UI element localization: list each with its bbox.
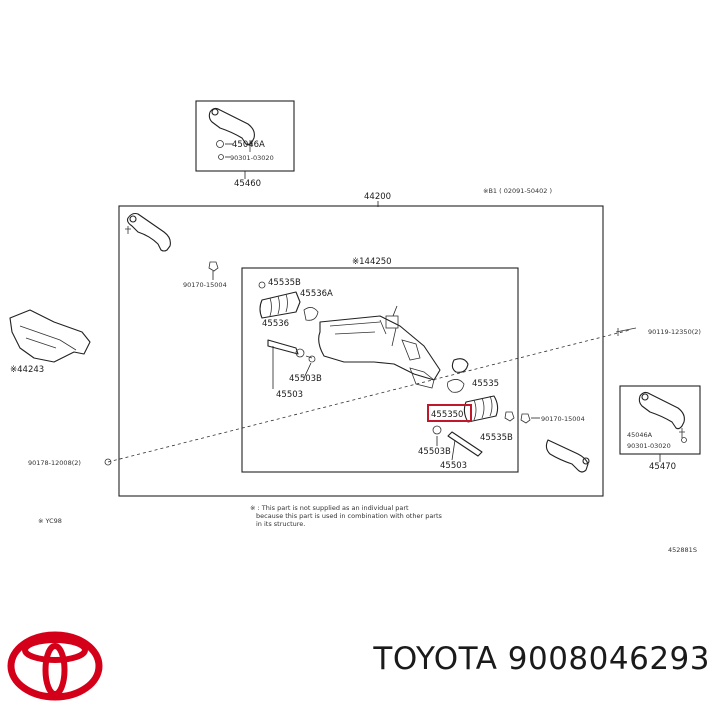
- clamp-right: [504, 411, 515, 422]
- label-45535B-top: 45535B: [268, 278, 301, 288]
- tie-rod-end-right: [545, 439, 590, 473]
- label-45460: 45460: [234, 179, 261, 189]
- tie-rod-end-top-group: 45046A 90301-03020 45460: [195, 100, 295, 189]
- label-45503B-left: 45503B: [289, 374, 322, 384]
- label-90301-top: 90301-03020: [230, 154, 274, 162]
- label-45535: 45535: [472, 379, 499, 389]
- bolt-90119: [615, 327, 637, 336]
- assembly-box-44250: [241, 267, 519, 473]
- steering-rack-housing: [318, 315, 441, 389]
- note-line-3: in its structure.: [256, 520, 305, 528]
- note-line-2: because this part is used in combination…: [256, 512, 443, 520]
- inner-tie-rod-left: [267, 339, 316, 363]
- inner-tie-rod-right: [432, 425, 483, 457]
- highlight-box: [427, 404, 472, 422]
- label-90301-right: 90301-03020: [627, 442, 671, 450]
- clamp-left: [258, 281, 266, 289]
- label-45503B-bottom: 45503B: [418, 447, 451, 457]
- label-44250: ※144250: [352, 257, 392, 267]
- label-45535B-right: 45535B: [480, 433, 513, 443]
- label-45503-left: 45503: [276, 390, 303, 400]
- tie-rod-end-top: [208, 107, 255, 146]
- pinion-cover: [385, 315, 399, 329]
- label-90170-left: 90170-15004: [183, 281, 227, 289]
- protector-plate-44243: [9, 309, 91, 363]
- lock-nut-right: [520, 413, 531, 424]
- label-455350: 455350: [431, 410, 463, 420]
- boot-left: [259, 291, 301, 319]
- label-90119: 90119-12350(2): [648, 328, 701, 336]
- cotter-top: [218, 154, 224, 160]
- lock-nut-left: [208, 261, 219, 272]
- note-line-1: ※ : This part is not supplied as an indi…: [250, 504, 409, 512]
- bellows-ring: [447, 379, 465, 393]
- label-45470: 45470: [649, 462, 676, 472]
- ball-joint-top: [211, 108, 219, 116]
- stud-top: [247, 140, 253, 152]
- note-left: ※ YC98: [38, 517, 62, 525]
- nut-top: [216, 140, 224, 148]
- label-45046A-right: 45046A: [627, 431, 653, 439]
- label-44200: 44200: [364, 192, 391, 202]
- diagram-id: 452881S: [668, 546, 697, 554]
- label-45046A-top: 45046A: [232, 140, 265, 150]
- label-45536: 45536: [262, 319, 289, 329]
- label-45536A: 45536A: [300, 289, 333, 299]
- tie-rod-end-left: [125, 212, 171, 252]
- ring-45536A: [303, 307, 319, 321]
- label-45503-bottom: 45503: [440, 461, 467, 471]
- toyota-logo-icon: [7, 631, 103, 701]
- boot-right: [451, 358, 499, 423]
- label-44243: ※44243: [10, 365, 44, 375]
- product-caption: TOYOTA 9008046293: [373, 641, 710, 677]
- label-90170-right: 90170-15004: [541, 415, 585, 423]
- bolt-90178: [104, 458, 112, 466]
- ring-45535: [451, 358, 469, 373]
- label-90178: 90178-12008(2): [28, 459, 81, 467]
- assembly-box-44200: [118, 205, 604, 497]
- note-top-right: ※B1 ( 02091-50402 ): [483, 187, 552, 195]
